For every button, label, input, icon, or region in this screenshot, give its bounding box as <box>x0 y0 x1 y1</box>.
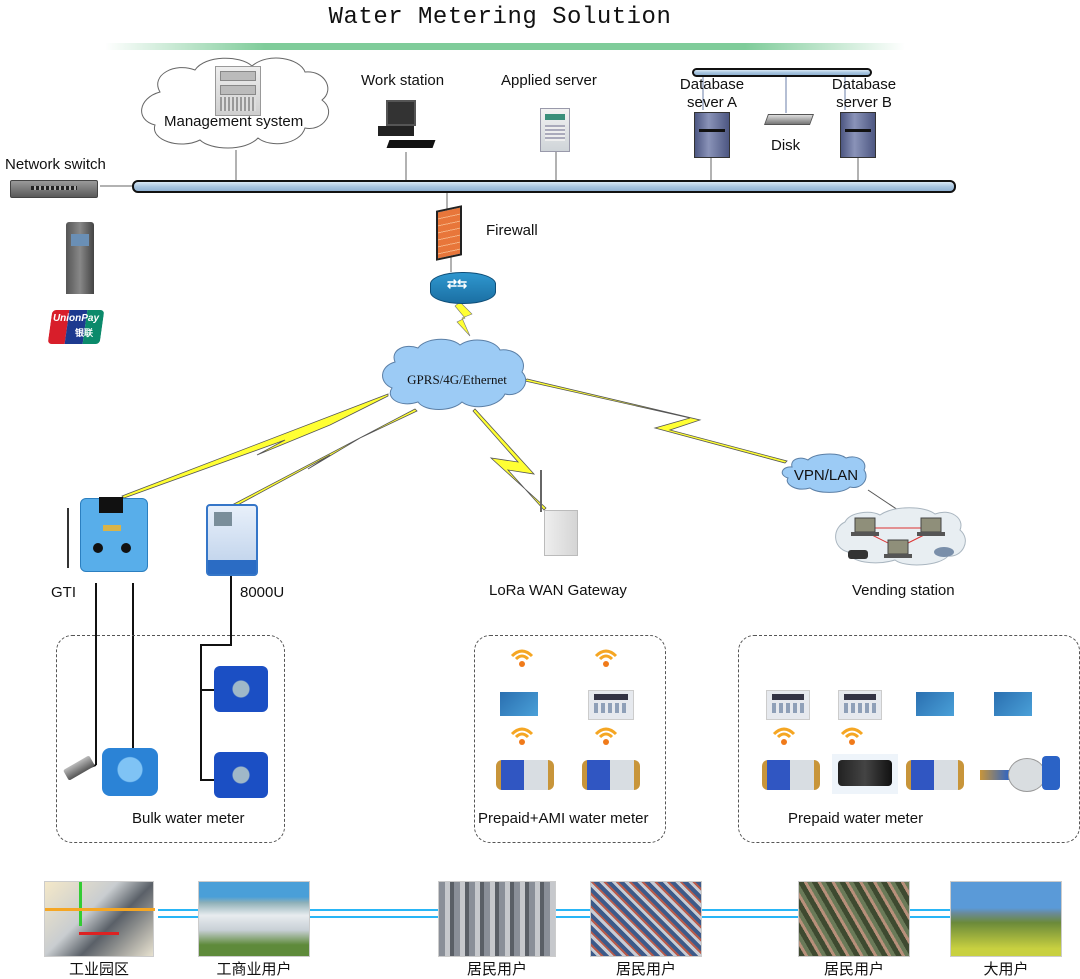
label-gprs-network: GPRS/4G/Ethernet <box>407 372 507 387</box>
disk-icon <box>763 114 815 125</box>
prepaid-card-icon <box>994 692 1032 716</box>
group-bulk-water-meter <box>56 635 285 843</box>
label-gti: GTI <box>51 584 76 601</box>
group-prepaid-ami <box>474 635 666 843</box>
router-arrows-icon: ⇄⇆ <box>447 277 468 291</box>
router-icon: ⇄⇆ <box>430 272 496 304</box>
user-label: 工业园区 <box>68 960 129 978</box>
lightning-router-cloud <box>454 301 473 337</box>
label-8000u: 8000U <box>240 584 285 601</box>
label-prepaid-water-meter: Prepaid water meter <box>788 810 924 827</box>
laptop-icon <box>851 517 879 536</box>
gti-device-icon <box>80 497 148 572</box>
label-database-server-b: Database server B <box>831 76 897 111</box>
keypad-unit-icon <box>766 690 810 720</box>
black-plastic-meter-icon <box>832 754 898 794</box>
laptop-icon <box>917 517 945 536</box>
user-label: 居民用户 <box>466 960 527 978</box>
keypad-unit-icon <box>588 690 634 720</box>
wifi-icon <box>510 726 534 746</box>
prepaid-meter-icon <box>906 760 964 790</box>
label-vpn-lan: VPN/LAN <box>793 467 859 484</box>
user-photo-hillside-residential <box>590 881 702 957</box>
lora-gateway-icon <box>544 510 578 556</box>
wifi-icon <box>840 726 864 746</box>
user-photo-city-residential <box>438 881 556 957</box>
8000u-wire-bottom <box>200 570 232 781</box>
wifi-icon <box>594 648 618 668</box>
prepaid-ami-meter-icon <box>496 760 554 790</box>
label-bulk-water-meter: Bulk water meter <box>132 810 245 827</box>
lightning-to-gti <box>121 393 389 499</box>
server-tower-icon <box>215 66 261 116</box>
wifi-icon <box>772 726 796 746</box>
label-vending-station: Vending station <box>852 582 955 599</box>
prepaid-meter-icon <box>762 760 820 790</box>
label-database-server-a: Database sever A <box>679 76 745 111</box>
link-vpn-vending <box>867 489 899 511</box>
user-label: 大用户 <box>983 960 1029 978</box>
user-photo-industrial-park <box>44 881 155 957</box>
label-work-station: Work station <box>361 72 445 89</box>
database-server-b-icon <box>840 112 876 158</box>
payment-kiosk-icon <box>66 222 94 294</box>
title-underline <box>105 43 905 50</box>
8000u-device-icon <box>206 504 258 576</box>
wifi-icon <box>510 648 534 668</box>
label-disk: Disk <box>771 137 801 154</box>
lora-antenna-icon <box>540 470 542 512</box>
label-lora-gateway: LoRa WAN Gateway <box>489 582 627 599</box>
laptop-icon <box>884 539 912 558</box>
firewall-icon <box>436 205 462 261</box>
network-switch-icon <box>10 180 98 198</box>
gprs-cloud <box>382 338 527 410</box>
workstation-icon <box>378 100 438 152</box>
unionpay-text: UnionPay <box>52 313 100 324</box>
storage-bus <box>692 68 872 77</box>
main-network-bus <box>132 180 956 193</box>
label-firewall: Firewall <box>486 222 538 239</box>
wifi-icon <box>594 726 618 746</box>
user-photo-large-user <box>950 881 1062 957</box>
dry-dial-meter-icon <box>980 756 1062 792</box>
label-management-system: Management system <box>164 113 304 130</box>
applied-server-icon <box>540 108 570 152</box>
prepaid-card-icon <box>916 692 954 716</box>
keypad-unit-icon <box>838 690 882 720</box>
label-applied-server: Applied server <box>501 72 597 89</box>
diagram-title: Water Metering Solution <box>328 4 672 31</box>
user-label: 居民用户 <box>615 960 676 978</box>
database-server-a-icon <box>694 112 730 158</box>
scanner-icon <box>934 547 954 557</box>
unionpay-cn-text: 银联 <box>74 328 93 338</box>
lightning-to-vpn <box>524 378 788 464</box>
vpn-cloud <box>781 453 867 493</box>
user-label: 工商业用户 <box>216 960 292 978</box>
user-label: 居民用户 <box>823 960 884 978</box>
user-photo-commercial <box>198 881 310 957</box>
user-photo-suburban-residential <box>798 881 910 957</box>
bulk-meter-icon <box>214 752 268 798</box>
bulk-meter-icon <box>214 666 268 712</box>
gti-antenna-icon <box>67 508 69 568</box>
prepaid-ami-meter-icon <box>582 760 640 790</box>
label-prepaid-ami: Prepaid+AMI water meter <box>478 810 649 827</box>
card-reader-icon <box>848 550 868 559</box>
prepaid-card-icon <box>500 692 538 716</box>
label-network-switch: Network switch <box>5 156 106 173</box>
lightning-to-lora <box>472 408 547 511</box>
bulk-meter-icon <box>102 748 158 796</box>
